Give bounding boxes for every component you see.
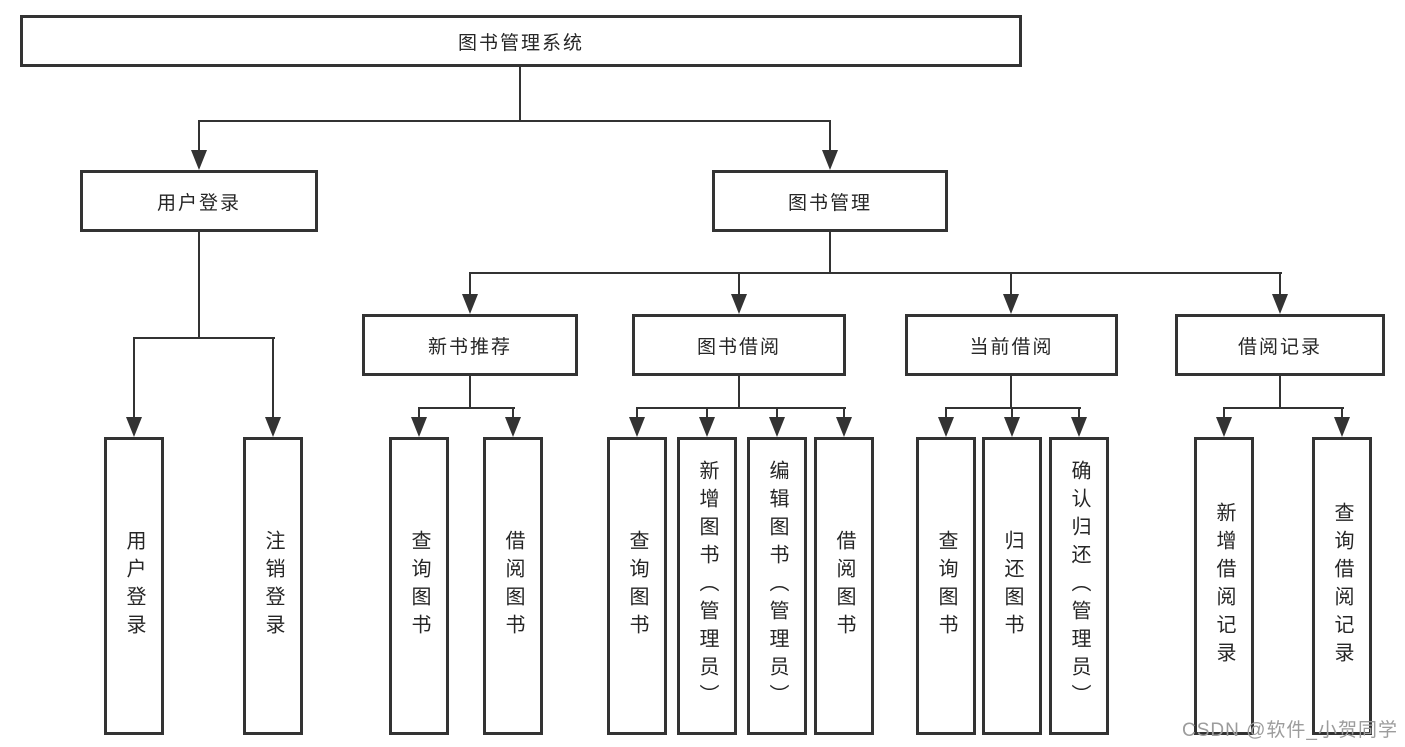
connector-line — [418, 407, 420, 419]
connector-line — [636, 407, 846, 409]
leaf-query-borrow-record: 查询借阅记录 — [1312, 437, 1372, 735]
connector-line — [512, 407, 514, 419]
arrow-down-icon — [769, 417, 785, 437]
connector-line — [1011, 407, 1013, 419]
connector-line — [198, 232, 200, 338]
connector-line — [945, 407, 1081, 409]
arrow-down-icon — [822, 150, 838, 170]
connector-line — [198, 120, 200, 154]
arrow-down-icon — [265, 417, 281, 437]
connector-line — [469, 272, 1282, 274]
arrow-down-icon — [505, 417, 521, 437]
node-library-system: 图书管理系统 — [20, 15, 1022, 67]
connector-line — [133, 337, 275, 339]
arrow-down-icon — [191, 150, 207, 170]
connector-line — [272, 337, 274, 421]
connector-line — [1223, 407, 1344, 409]
arrow-down-icon — [629, 417, 645, 437]
node-user-login: 用户登录 — [80, 170, 318, 232]
connector-line — [776, 407, 778, 419]
connector-line — [636, 407, 638, 419]
connector-line — [469, 272, 471, 297]
connector-line — [945, 407, 947, 419]
arrow-down-icon — [1003, 294, 1019, 314]
leaf-add-borrow-record: 新增借阅记录 — [1194, 437, 1254, 735]
connector-line — [1010, 272, 1012, 297]
connector-line — [738, 272, 740, 297]
connector-line — [1341, 407, 1343, 419]
connector-line — [133, 337, 135, 421]
node-current-borrowing: 当前借阅 — [905, 314, 1118, 376]
arrow-down-icon — [1272, 294, 1288, 314]
connector-line — [738, 376, 740, 408]
arrow-down-icon — [462, 294, 478, 314]
connector-line — [1010, 376, 1012, 408]
node-book-borrowing: 图书借阅 — [632, 314, 846, 376]
connector-line — [706, 407, 708, 419]
node-book-management: 图书管理 — [712, 170, 948, 232]
leaf-confirm-return-admin: 确认归还（管理员） — [1049, 437, 1109, 735]
leaf-borrow-books-borrowing: 借阅图书 — [814, 437, 874, 735]
node-new-book-recommend: 新书推荐 — [362, 314, 578, 376]
leaf-query-books-recommend: 查询图书 — [389, 437, 449, 735]
connector-line — [418, 407, 515, 409]
connector-line — [1279, 272, 1281, 297]
leaf-query-books-current: 查询图书 — [916, 437, 976, 735]
arrow-down-icon — [126, 417, 142, 437]
arrow-down-icon — [731, 294, 747, 314]
watermark: CSDN @软件_小贺同学 — [1182, 720, 1398, 741]
arrow-down-icon — [1334, 417, 1350, 437]
arrow-down-icon — [938, 417, 954, 437]
node-borrowing-records: 借阅记录 — [1175, 314, 1385, 376]
arrow-down-icon — [836, 417, 852, 437]
leaf-edit-books-admin: 编辑图书（管理员） — [747, 437, 807, 735]
leaf-logout: 注销登录 — [243, 437, 303, 735]
leaf-user-login: 用户登录 — [104, 437, 164, 735]
leaf-add-books-admin: 新增图书（管理员） — [677, 437, 737, 735]
arrow-down-icon — [699, 417, 715, 437]
arrow-down-icon — [1004, 417, 1020, 437]
connector-line — [1078, 407, 1080, 419]
arrow-down-icon — [1216, 417, 1232, 437]
connector-line — [469, 376, 471, 408]
leaf-return-books: 归还图书 — [982, 437, 1042, 735]
leaf-query-books-borrowing: 查询图书 — [607, 437, 667, 735]
connector-line — [519, 67, 521, 121]
arrow-down-icon — [1071, 417, 1087, 437]
connector-line — [829, 232, 831, 273]
connector-line — [1223, 407, 1225, 419]
connector-line — [198, 120, 831, 122]
leaf-borrow-books-recommend: 借阅图书 — [483, 437, 543, 735]
connector-line — [843, 407, 845, 419]
arrow-down-icon — [411, 417, 427, 437]
connector-line — [829, 120, 831, 154]
connector-line — [1279, 376, 1281, 408]
